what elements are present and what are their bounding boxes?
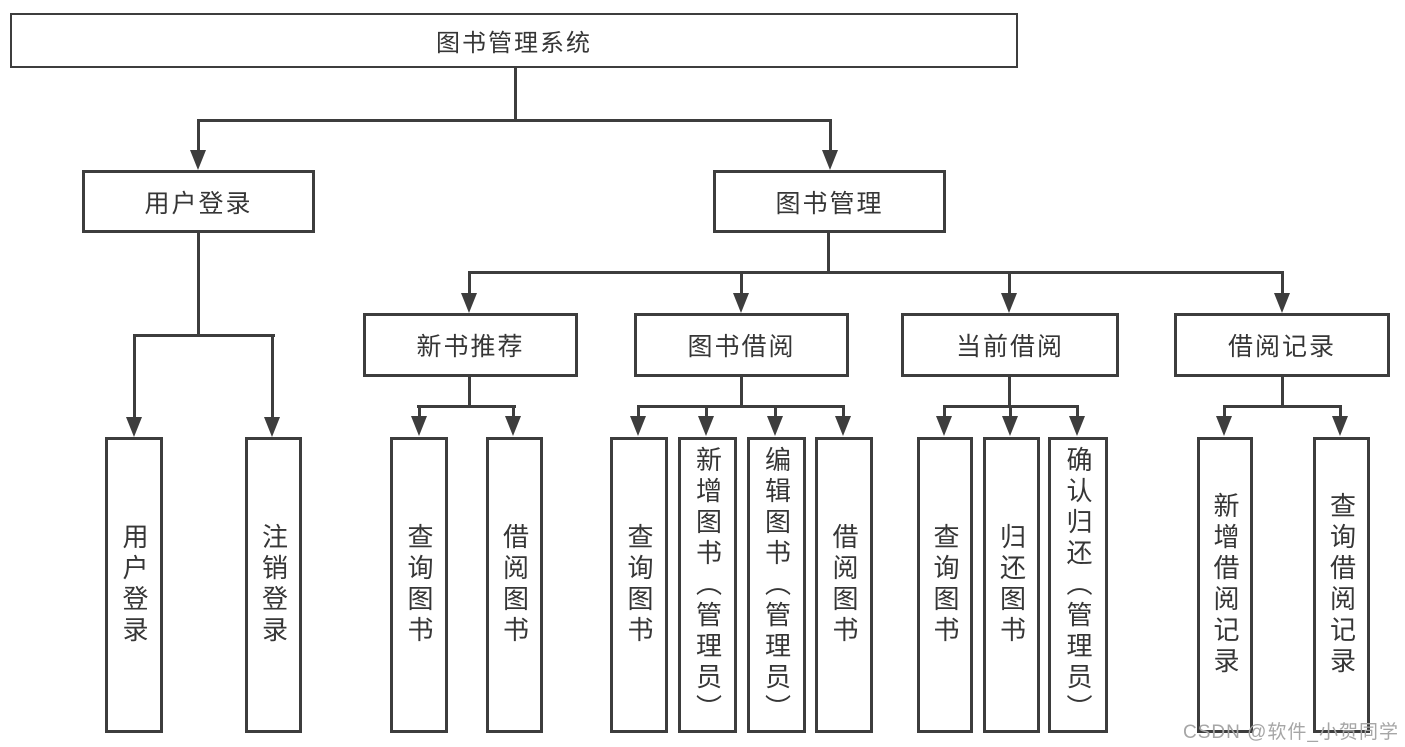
leaf-label: 新增借阅记录 [1210,492,1240,678]
leaf-query-books-borrow: 查询图书 [610,437,668,733]
connector-user-login-branch [133,334,275,337]
leaf-label: 查询借阅记录 [1326,492,1357,678]
arrow-down-icon [1069,416,1085,436]
node-current-borrowing: 当前借阅 [901,313,1119,377]
connector-root-stem [514,66,517,122]
arrow-down-icon [835,416,851,436]
node-user-login: 用户登录 [82,170,315,233]
arrow-down-icon [1001,293,1017,313]
leaf-edit-books-admin: 编辑图书（管理员） [747,437,806,733]
arrow-down-icon [411,416,427,436]
arrow-down-icon [822,150,838,170]
arrow-down-icon [1274,293,1290,313]
leaf-label: 用户登录 [119,523,149,647]
leaf-confirm-return-admin: 确认归还（管理员） [1048,437,1108,733]
leaf-query-books-current: 查询图书 [917,437,973,733]
leaf-query-books-recommend: 查询图书 [390,437,448,733]
connector-to-book-management [829,119,832,152]
connector-to-leaf [1223,405,1226,418]
connector-branch [637,405,845,408]
connector-book-mgmt-stem [827,233,830,273]
connector-to-user-login [197,119,200,152]
connector-to-borrow-records [1281,271,1284,294]
leaf-add-books-admin: 新增图书（管理员） [678,437,737,733]
connector-to-current-borrow [1008,271,1011,294]
connector-to-leaf [512,405,515,418]
connector-to-leaf [774,405,777,418]
leaf-return-books: 归还图书 [983,437,1040,733]
arrow-down-icon [505,416,521,436]
arrow-down-icon [1216,416,1232,436]
leaf-add-borrow-record: 新增借阅记录 [1197,437,1253,733]
node-new-book-recommendation: 新书推荐 [363,313,578,377]
connector-to-leaf [271,334,274,418]
arrow-down-icon [936,416,952,436]
connector-stem [1281,377,1284,407]
arrow-down-icon [698,416,714,436]
node-library-system: 图书管理系统 [10,13,1018,68]
leaf-user-login: 用户登录 [105,437,163,733]
leaf-label: 查询图书 [404,523,434,647]
csdn-watermark: CSDN @软件_小贺同学 [1183,722,1399,743]
arrow-down-icon [264,417,280,437]
connector-to-leaf [943,405,946,418]
connector-branch [417,405,516,408]
arrow-down-icon [190,150,206,170]
connector-stem [468,377,471,407]
leaf-borrow-books: 借阅图书 [815,437,873,733]
connector-to-leaf [1076,405,1079,418]
leaf-label: 借阅图书 [829,523,859,647]
arrow-down-icon [767,416,783,436]
leaf-label: 归还图书 [996,523,1027,647]
connector-to-leaf [1339,405,1342,418]
connector-to-leaf [418,405,421,418]
connector-to-leaf [133,334,136,418]
arrow-down-icon [461,293,477,313]
leaf-query-borrow-record: 查询借阅记录 [1313,437,1370,733]
arrow-down-icon [1002,416,1018,436]
leaf-label: 确认归还（管理员） [1063,445,1093,725]
connector-to-new-book [468,271,471,294]
leaf-borrow-books-recommend: 借阅图书 [486,437,543,733]
connector-book-mgmt-branch [468,271,1284,274]
leaf-label: 注销登录 [258,523,289,647]
arrow-down-icon [1332,416,1348,436]
node-book-borrowing: 图书借阅 [634,313,849,377]
leaf-label: 新增图书（管理员） [692,445,723,725]
connector-root-branch [197,119,832,122]
leaf-label: 借阅图书 [499,523,530,647]
leaf-label: 编辑图书（管理员） [761,445,792,725]
arrow-down-icon [630,416,646,436]
connector-stem [740,377,743,407]
connector-to-book-borrow [740,271,743,294]
connector-to-leaf [842,405,845,418]
leaf-label: 查询图书 [624,523,654,647]
connector-user-login-stem [197,233,200,336]
connector-to-leaf [1009,405,1012,418]
connector-branch [1223,405,1342,408]
connector-to-leaf [637,405,640,418]
arrow-down-icon [126,417,142,437]
leaf-label: 查询图书 [930,523,960,647]
leaf-logout-login: 注销登录 [245,437,302,733]
connector-stem [1008,377,1011,407]
node-borrowing-records: 借阅记录 [1174,313,1390,377]
connector-to-leaf [705,405,708,418]
arrow-down-icon [733,293,749,313]
node-book-management: 图书管理 [713,170,946,233]
